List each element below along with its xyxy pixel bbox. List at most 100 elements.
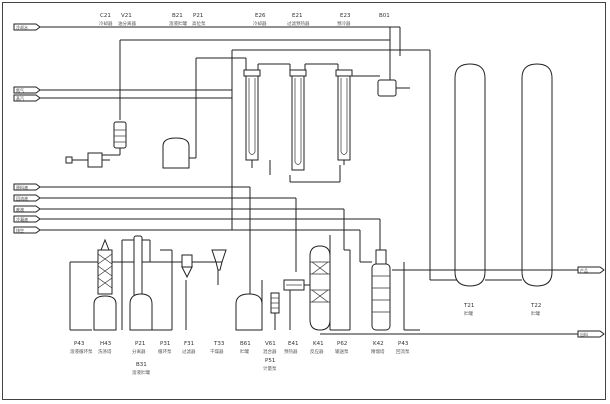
equipment-v61 <box>270 292 280 330</box>
tank-body <box>454 63 486 287</box>
equipment-p21 <box>129 235 153 331</box>
stream-arrow: 排空 <box>13 226 360 234</box>
stream-label: 氮气 <box>16 87 24 93</box>
tag-text: B61 <box>240 341 251 347</box>
stream-label: 废液 <box>16 206 24 212</box>
arrow-shape <box>13 194 41 202</box>
name-text: 计量泵 <box>263 365 277 372</box>
label-h43: H43 洗涤塔 <box>98 341 112 355</box>
column-body <box>371 263 391 331</box>
name-text: 溶液贮罐 <box>132 369 150 376</box>
label-e21: E21 过滤预热器 <box>287 13 310 27</box>
filter-cone <box>181 266 193 279</box>
equipment-e23 <box>335 69 353 165</box>
label-p43-a: P43 溶液循环泵 <box>70 341 93 355</box>
bottom-piping <box>69 187 578 335</box>
column-top <box>100 238 110 251</box>
stream-arrow: 回流液 <box>13 194 296 202</box>
arrow-shape <box>577 266 605 274</box>
equipment-h43 <box>93 238 117 331</box>
name-text: 贮罐 <box>531 310 540 317</box>
tag-text: E23 <box>340 13 351 19</box>
label-k41: K41 反应器 <box>310 341 324 355</box>
label-t33: T33 干燥器 <box>210 341 225 355</box>
right-streams: 产品 出料 <box>577 266 605 338</box>
arrow-shape <box>13 94 41 102</box>
name-text: 预热器 <box>284 348 298 355</box>
equipment-k41 <box>309 245 331 331</box>
label-p21-top: P21 高位泵 <box>192 13 206 27</box>
exchanger-head <box>243 69 261 77</box>
packing <box>97 253 113 289</box>
stream-arrow: 氮气 <box>13 86 232 94</box>
top-labels: C21 冷却器 V21 油分离器 B21 溶液贮罐 P21 高位泵 E26 冷却… <box>99 13 390 27</box>
name-text: 贮罐 <box>240 348 249 355</box>
tag-text: E21 <box>292 13 302 19</box>
u-tube <box>248 78 256 155</box>
valve-icon <box>65 156 73 164</box>
tag-text: T33 <box>213 341 225 347</box>
stream-arrow: 废液 <box>13 205 344 213</box>
label-p21-bottom: P21 分离器 <box>132 341 146 355</box>
equipment-b21 <box>162 137 196 169</box>
u-tube <box>340 78 348 155</box>
label-f31: F31 过滤器 <box>182 341 196 355</box>
cyclone-cone <box>215 261 223 271</box>
filter-top <box>181 254 193 268</box>
stream-arrow: 蒸汽 <box>13 94 232 102</box>
name-text: 过滤预热器 <box>287 20 310 27</box>
tag-text: P51 <box>265 358 275 364</box>
cooler-body <box>87 152 103 168</box>
name-text: 循环泵 <box>158 348 172 355</box>
label-b61: B61 贮罐 <box>240 341 251 355</box>
tank-body <box>521 63 553 287</box>
tag-text: K41 <box>313 341 324 347</box>
tag-text: E26 <box>255 13 266 19</box>
arrow-shape <box>13 215 41 223</box>
label-v21: V21 油分离器 <box>118 13 136 27</box>
name-text: 冷却器 <box>99 20 113 27</box>
tag-text: T21 <box>463 303 474 309</box>
left-streams: 冷却水 氮气 蒸汽 原料液 回流液 废液 <box>13 23 400 234</box>
exchanger-shell <box>337 75 351 161</box>
label-p31: P31 循环泵 <box>158 341 172 355</box>
equipment-k42 <box>371 249 391 331</box>
exchanger-head <box>289 69 307 77</box>
tag-text: V21 <box>121 13 132 19</box>
tag-text: P43 <box>74 341 85 347</box>
name-text: 回流泵 <box>396 348 410 355</box>
name-text: 分离器 <box>132 348 146 355</box>
label-p43-b: P43 回流泵 <box>396 341 410 355</box>
equipment-f31 <box>181 254 193 279</box>
equipment-e21 <box>289 69 307 171</box>
separator-body <box>377 79 397 97</box>
tag-text: K42 <box>373 341 384 347</box>
arrow-shape <box>13 86 41 94</box>
tag-text: P21 <box>135 341 145 347</box>
label-b21: B21 溶液贮罐 <box>169 13 187 27</box>
tag-text: E41 <box>288 341 298 347</box>
tank-t21: T21 贮罐 <box>454 63 486 317</box>
tag-text: P31 <box>160 341 170 347</box>
arrow-shape <box>13 183 41 191</box>
tag-text: B21 <box>172 13 183 19</box>
u-tube <box>294 78 302 165</box>
equipment-e26 <box>243 69 261 168</box>
name-text: 混合器 <box>263 348 277 355</box>
stream-label: 回流液 <box>16 195 28 201</box>
label-k42: K42 精馏塔 <box>371 341 385 355</box>
stream-label: 出料 <box>580 331 588 337</box>
arrow-shape <box>13 23 41 31</box>
arrow-shape <box>577 330 605 338</box>
label-e41: E41 预热器 <box>284 341 298 355</box>
stream-label: 产品 <box>580 267 588 273</box>
column-body <box>97 249 113 295</box>
label-e23: E23 预冷器 <box>337 13 351 27</box>
label-e26: E26 冷却器 <box>253 13 267 27</box>
tank-body <box>162 137 190 169</box>
separator-body <box>133 235 143 297</box>
sump-tank <box>93 295 117 331</box>
bottom-labels: P43 溶液循环泵 H43 洗涤塔 P21 分离器 P31 循环泵 F31 过滤… <box>70 341 410 376</box>
stream-arrow: 原料液 <box>13 183 250 191</box>
